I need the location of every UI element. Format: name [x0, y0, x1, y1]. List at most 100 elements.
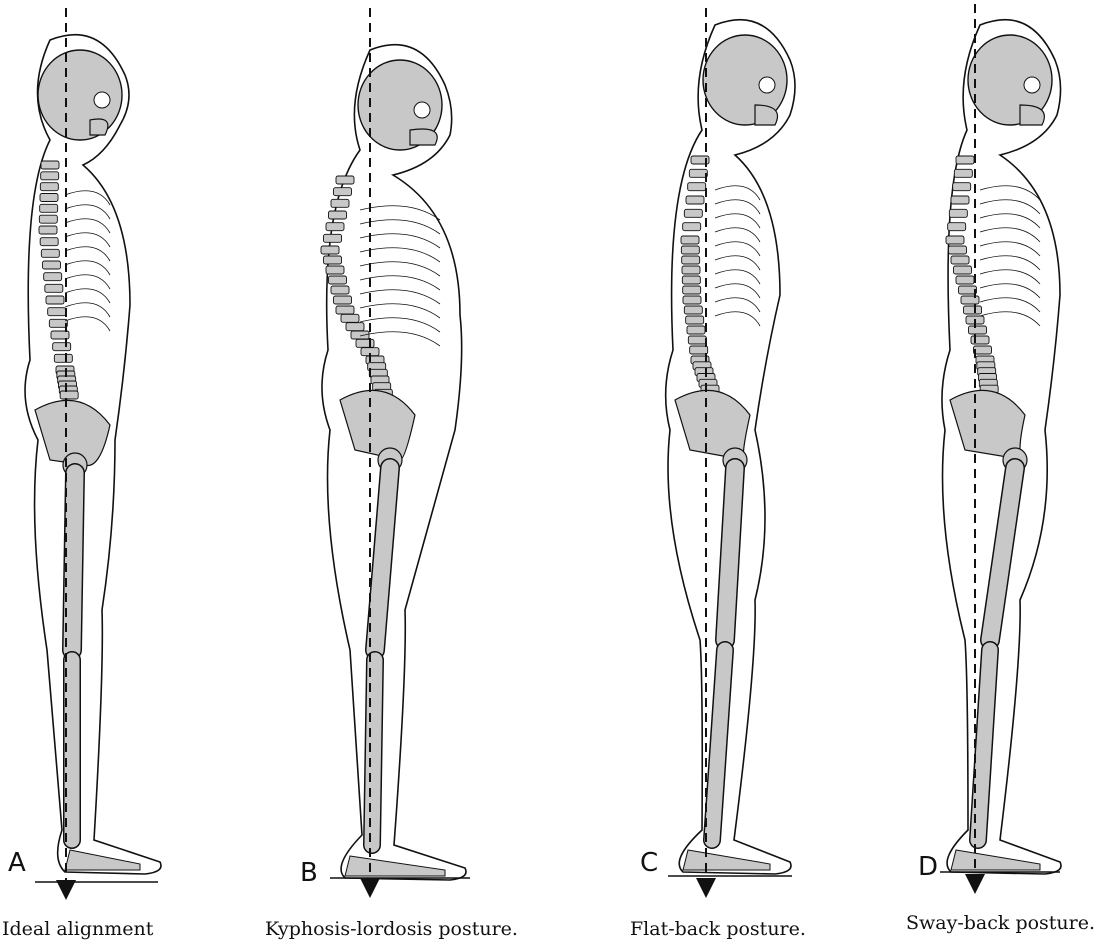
rib [715, 298, 760, 312]
vertebra [51, 331, 69, 339]
panel-d-letter: D [918, 852, 938, 882]
vertebra [46, 296, 64, 304]
rib [980, 200, 1040, 214]
rib [980, 312, 1040, 326]
vertebra [951, 256, 969, 264]
rib [360, 206, 440, 220]
rib [715, 312, 760, 326]
foot-bones [345, 856, 445, 876]
eye-socket [414, 102, 430, 118]
rib [715, 270, 760, 284]
rib [715, 256, 760, 270]
rib [715, 214, 760, 228]
vertebra [956, 156, 974, 164]
vertebra [969, 326, 987, 334]
vertebra [961, 296, 979, 304]
figure-b [321, 8, 470, 888]
rib [715, 242, 760, 256]
vertebra [334, 188, 352, 196]
rib [360, 290, 440, 304]
vertebra [949, 209, 967, 217]
rib [980, 270, 1040, 284]
eye-socket [759, 77, 775, 93]
rib [360, 234, 440, 248]
vertebra [334, 296, 352, 304]
vertebra [946, 236, 964, 244]
vertebra [688, 336, 706, 344]
rib [715, 284, 760, 298]
rib [980, 186, 1040, 200]
vertebra [949, 246, 967, 254]
panel-a-letter: A [8, 848, 26, 878]
caption-kyphosis-lordosis: Kyphosis-lordosis posture. [265, 918, 518, 940]
rib [980, 242, 1040, 256]
rib [65, 261, 110, 275]
vertebra [683, 296, 701, 304]
vertebra [329, 276, 347, 284]
vertebra [683, 223, 701, 231]
rib [980, 256, 1040, 270]
rib [65, 303, 110, 317]
jaw [410, 129, 437, 145]
vertebra [681, 246, 699, 254]
vertebra [324, 234, 342, 242]
vertebra [40, 194, 58, 202]
foot-bones [683, 850, 770, 870]
vertebra [48, 308, 66, 316]
vertebra [964, 306, 982, 314]
vertebra [41, 249, 59, 257]
vertebra [44, 273, 62, 281]
figure-d [940, 4, 1061, 884]
vertebra [326, 223, 344, 231]
rib [360, 262, 440, 276]
rib [65, 247, 110, 261]
vertebra [953, 183, 971, 191]
vertebra [321, 246, 339, 254]
rib [360, 318, 440, 332]
jaw [90, 119, 108, 135]
rib [360, 304, 440, 318]
rib [360, 248, 440, 262]
vertebra [954, 266, 972, 274]
vertebra [687, 326, 705, 334]
vertebra [682, 256, 700, 264]
panel-c-letter: C [640, 848, 658, 878]
rib [65, 275, 110, 289]
rib [715, 186, 760, 200]
tibia [712, 650, 725, 840]
vertebra [341, 314, 359, 322]
rib [980, 214, 1040, 228]
vertebra [951, 196, 969, 204]
vertebra [690, 346, 708, 354]
vertebra [346, 323, 364, 331]
vertebra [948, 223, 966, 231]
vertebra [324, 256, 342, 264]
figure-c [666, 8, 795, 888]
rib [65, 219, 110, 233]
vertebra [43, 261, 61, 269]
vertebra [41, 161, 59, 169]
vertebra [686, 196, 704, 204]
vertebra [329, 211, 347, 219]
skull [38, 50, 122, 140]
rib [980, 228, 1040, 242]
vertebra [40, 204, 58, 212]
eye-socket [1024, 77, 1040, 93]
vertebra [331, 199, 349, 207]
rib [65, 289, 110, 303]
rib [65, 191, 110, 205]
vertebra [688, 183, 706, 191]
vertebra [684, 306, 702, 314]
femur [375, 468, 390, 650]
vertebra [39, 215, 57, 223]
vertebra [974, 346, 992, 354]
caption-ideal-alignment: Ideal alignment [2, 918, 153, 940]
vertebra [683, 286, 701, 294]
vertebra [45, 284, 63, 292]
rib [360, 220, 440, 234]
vertebra [54, 354, 72, 362]
vertebra [41, 172, 59, 180]
vertebra [331, 286, 349, 294]
